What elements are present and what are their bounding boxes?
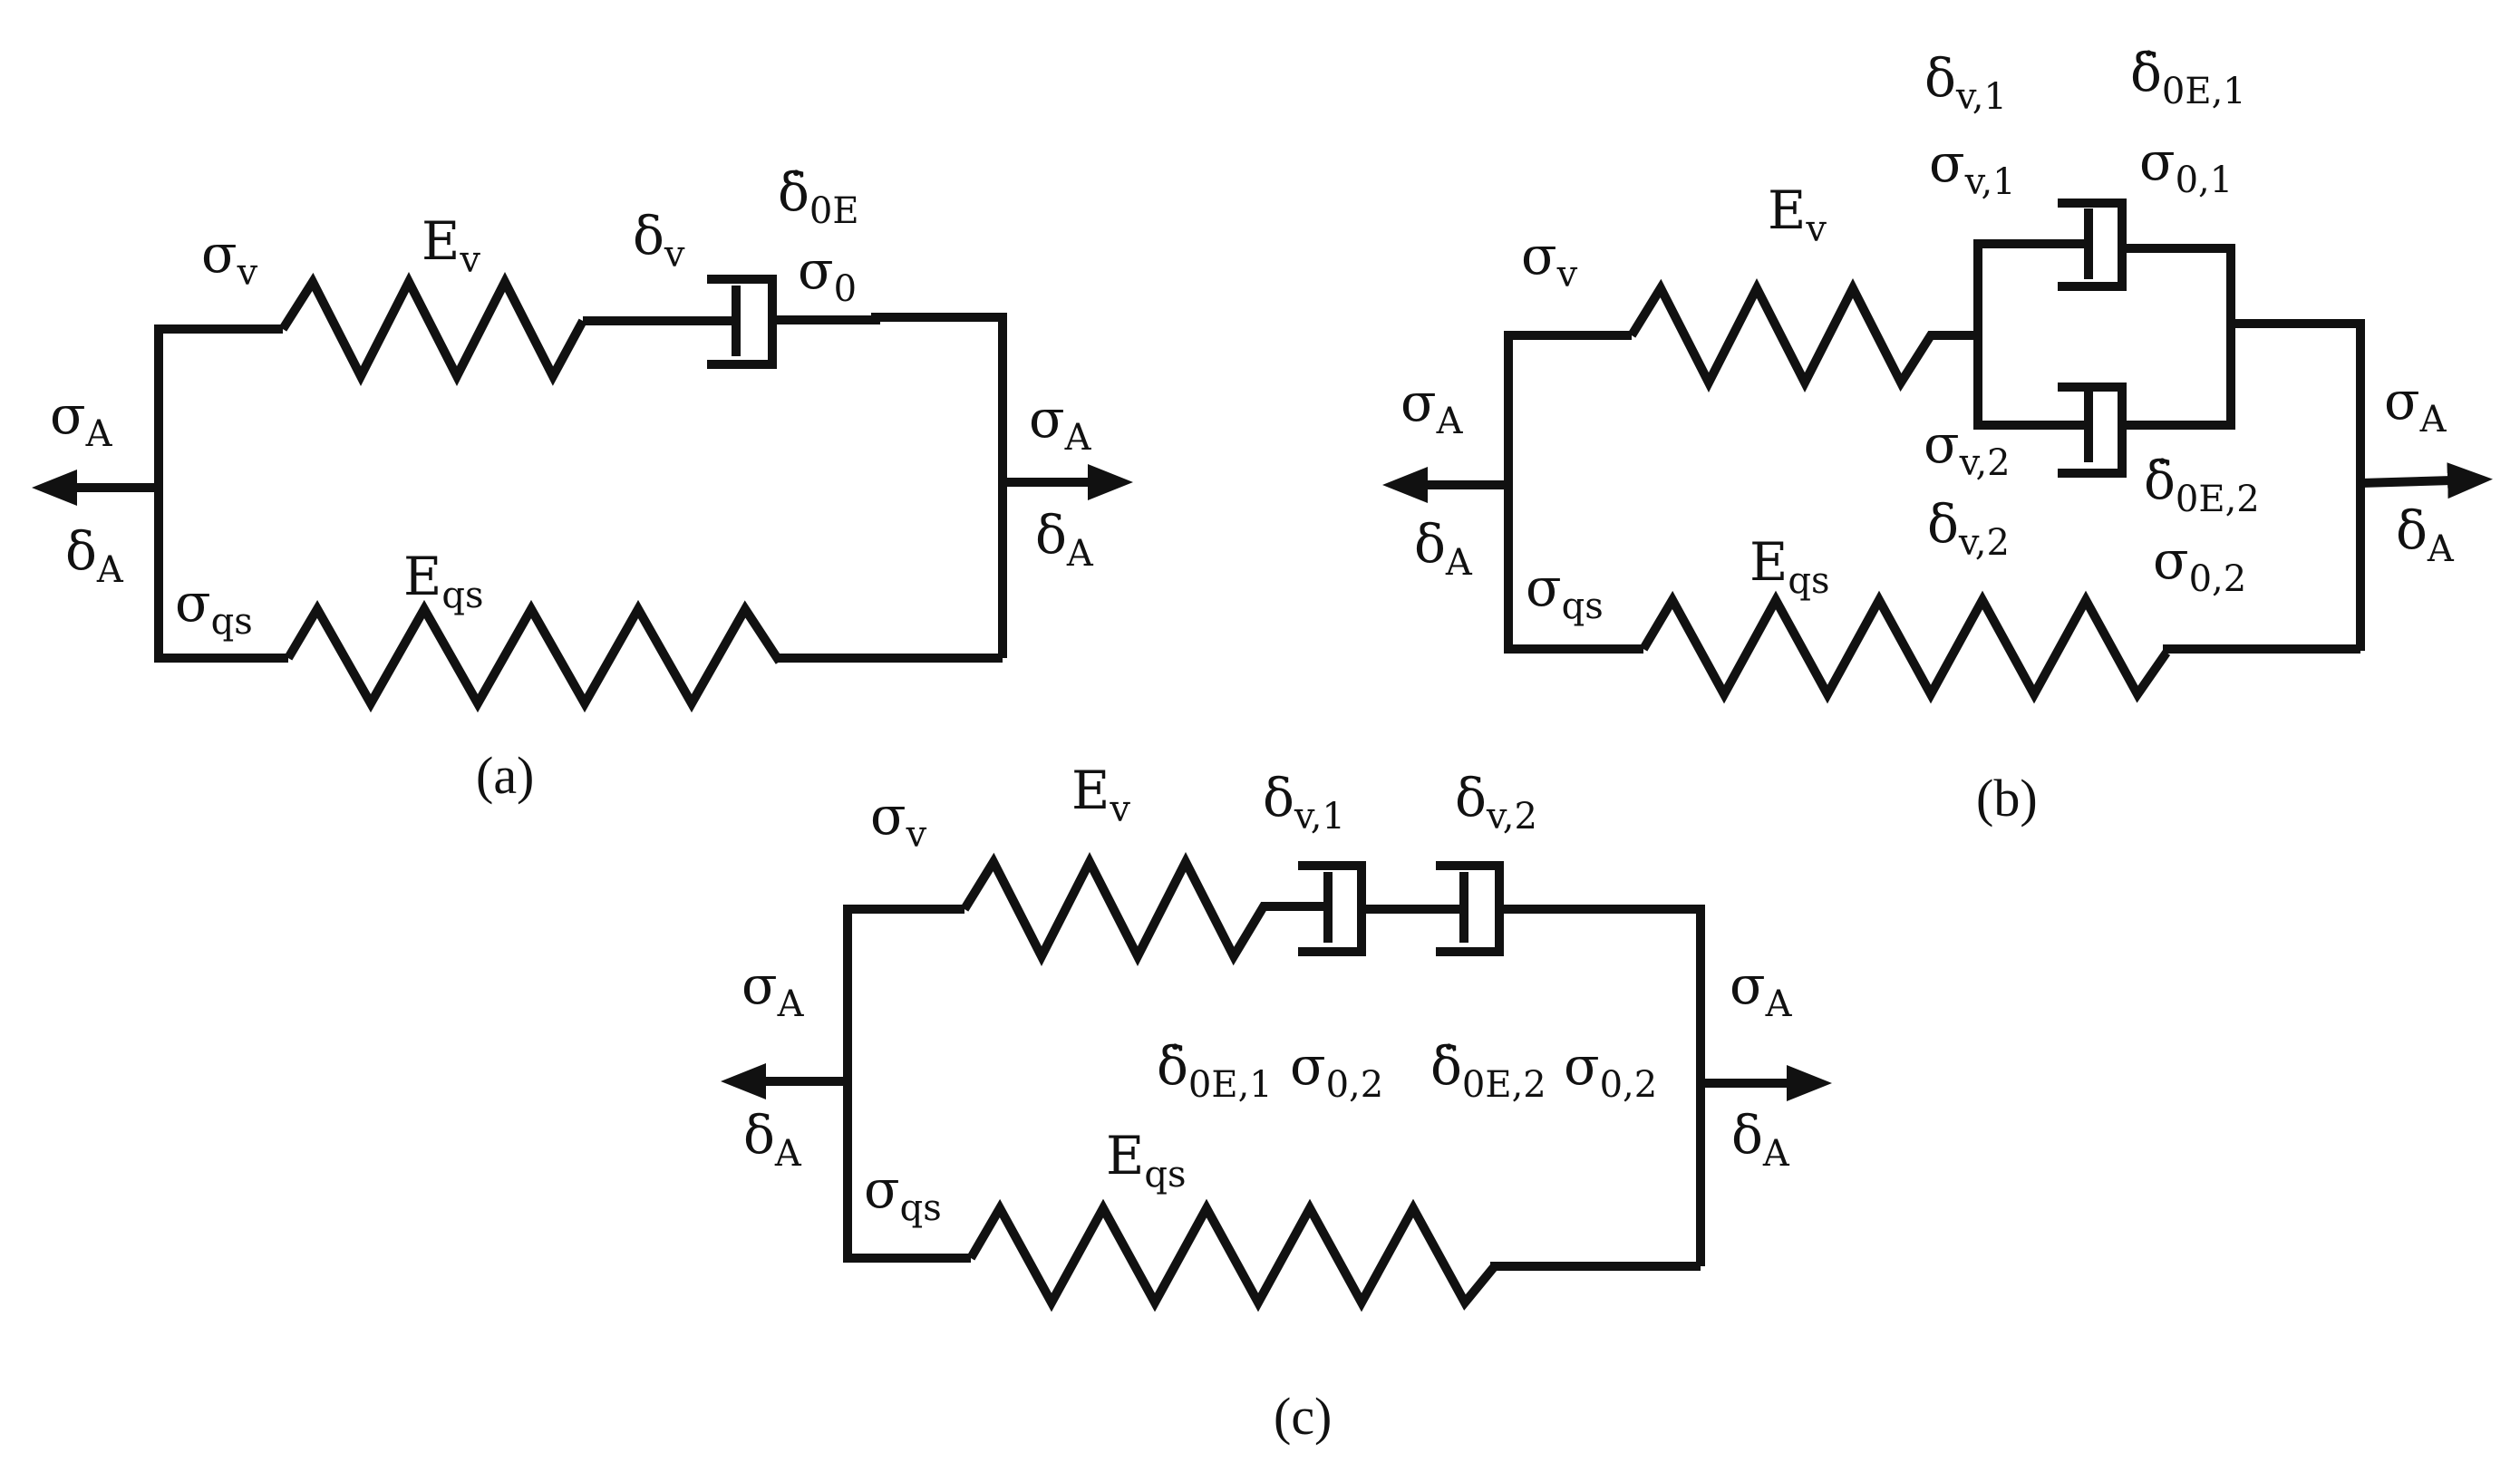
panel-b-spring-eqs <box>1639 590 2171 704</box>
panel-b-label-sigma-qs: σqs <box>1526 557 1604 627</box>
panel-c-label-sigma-a-right: σA <box>1730 954 1793 1025</box>
panel-a-label-sigma-a-left: σA <box>50 384 113 455</box>
panel-a-spring-ev <box>278 271 587 387</box>
panel-b-label-delta-v2: δv,2 <box>1927 493 2010 564</box>
panel-b-label-sigma-v: σv <box>1521 225 1578 295</box>
panel-a-bottom-wire-left <box>154 526 288 663</box>
panel-c-spring-eqs <box>966 1198 1497 1312</box>
panel-b-label-sigma-01: σ0,1 <box>2139 131 2233 201</box>
panel-c-label-delta-v2: δv,2 <box>1455 767 1537 838</box>
panel-c-label-sigma-v: σv <box>870 785 927 856</box>
panel-b-label-sigma-v2: σv,2 <box>1924 413 2011 484</box>
panel-b-label-e-qs: Eqs <box>1749 531 1829 602</box>
panel-a-label-delta-dot-0e: δ̇0E <box>778 161 859 232</box>
panel-b-label-delta-v1: δv,1 <box>1924 47 2007 118</box>
panel-c-label-sigma-02-a: σ0,2 <box>1290 1035 1383 1106</box>
panel-b-label-sigma-02: σ0,2 <box>2153 529 2246 600</box>
panel-c-top-wire-left <box>843 905 964 1079</box>
panel-a <box>32 271 1133 713</box>
panel-b-top-wire-left <box>1504 331 1632 483</box>
panel-c-label-delta-dot-0e1: δ̇0E,1 <box>1157 1035 1273 1106</box>
panel-b-top-wire-right <box>2231 319 2365 651</box>
panel-b-label-delta-a-left: δA <box>1414 513 1473 584</box>
panel-c-label-sigma-a-left: σA <box>741 954 805 1025</box>
panel-a-top-wire-right <box>772 313 1007 658</box>
panel-a-spring-eqs <box>284 599 784 713</box>
panel-c-label-delta-v1: δv,1 <box>1263 767 1345 838</box>
panel-c-label-delta-dot-0e2: δ̇0E,2 <box>1430 1035 1546 1106</box>
panel-c-label-delta-a-left: δA <box>743 1104 802 1175</box>
panel-a-label-sigma-a-right: σA <box>1029 388 1092 459</box>
panel-c-label-delta-a-right: δA <box>1731 1104 1790 1175</box>
panel-a-label-delta-a-left: δA <box>65 520 124 591</box>
panel-a-label-sigma-v: σv <box>201 223 258 294</box>
panel-c-spring-ev <box>960 851 1328 967</box>
panel-c-label-sigma-qs: σqs <box>864 1158 942 1229</box>
panel-c <box>721 851 1832 1312</box>
panel-b-label-sigma-a-left: σA <box>1401 372 1464 442</box>
panel-c-caption: (c) <box>1274 1387 1332 1446</box>
panel-b-label-e-v: Ev <box>1768 179 1827 250</box>
panel-a-caption: (a) <box>476 746 534 805</box>
panel-b-label-delta-dot-0e1: δ̇0E,1 <box>2130 42 2246 112</box>
panel-a-top-wire-left <box>154 324 283 526</box>
panel-b-caption: (b) <box>1976 769 2038 828</box>
panel-b-arrow-right <box>2360 462 2493 499</box>
panel-c-label-sigma-02-b: σ0,2 <box>1564 1035 1657 1106</box>
panel-a-label-delta-v: δv <box>633 205 685 276</box>
panel-b <box>1382 199 2493 704</box>
panel-b-label-delta-a-right: δA <box>2396 499 2455 570</box>
panel-b-label-sigma-a-right: σA <box>2384 370 2447 441</box>
panel-b-label-sigma-v1: σv,1 <box>1929 132 2016 203</box>
panel-a-label-sigma-qs: σqs <box>175 572 253 643</box>
panel-b-label-delta-dot-0e2: δ̇0E,2 <box>2144 450 2260 520</box>
panel-b-spring-ev <box>1627 277 1978 393</box>
panel-a-label-sigma-0: σ0 <box>798 239 857 310</box>
panel-c-bottom-wire-left <box>843 1079 971 1263</box>
panel-b-bottom-wire-left <box>1504 483 1643 654</box>
panel-c-label-e-qs: Eqs <box>1106 1125 1186 1196</box>
panel-c-label-e-v: Ev <box>1071 760 1130 830</box>
panel-a-label-e-qs: Eqs <box>403 546 483 616</box>
panel-b-dashpot2-cylinder <box>2058 383 2127 478</box>
panel-c-top-wire-right <box>1499 905 1705 1266</box>
panel-a-label-delta-a-right: δA <box>1035 504 1094 575</box>
panel-a-label-e-v: Ev <box>422 210 480 281</box>
